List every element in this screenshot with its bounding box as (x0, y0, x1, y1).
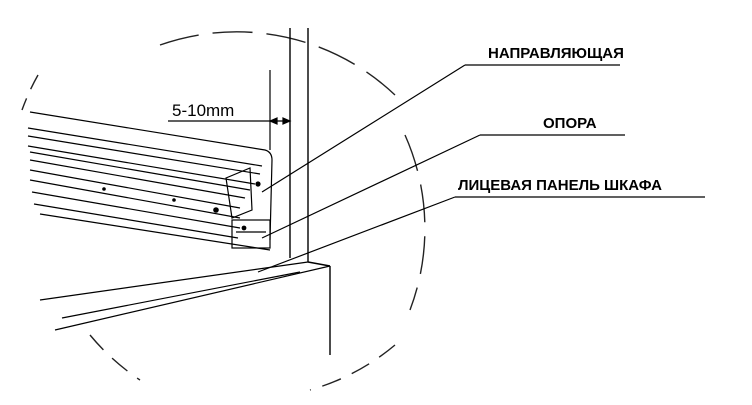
detail-circle (21, 31, 426, 391)
callout-cabinet-front-panel-label: ЛИЦЕВАЯ ПАНЕЛЬ ШКАФА (458, 177, 662, 194)
callout-guide-label: НАПРАВЛЯЮЩАЯ (488, 45, 624, 62)
gap-dimension-label: 5-10mm (172, 101, 234, 120)
gap-dimension (168, 70, 292, 150)
cabinet-front-panel (289, 28, 331, 355)
callout-support-label: ОПОРА (543, 115, 597, 132)
guide-rail (27, 111, 273, 251)
lower-panel (39, 261, 331, 331)
leader-lines (257, 64, 705, 273)
rail-fasteners (102, 181, 261, 231)
